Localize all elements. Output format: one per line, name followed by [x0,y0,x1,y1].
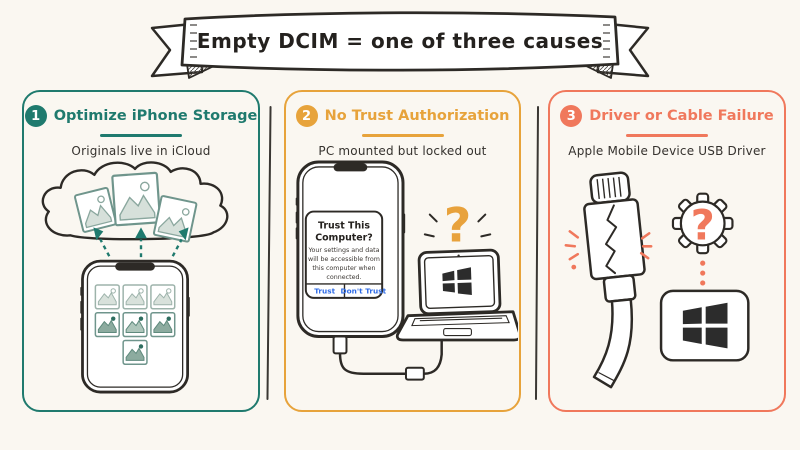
photo-thumbnail-teal [94,311,120,338]
trust-dialog-body-line: connected. [326,274,361,281]
usb-connector [404,366,425,381]
usb-cable-icon [332,335,443,381]
panel-1-underline [100,134,182,137]
upload-arrowheads [93,227,189,241]
trust-dialog-body-line: will be accessible from [308,256,380,263]
panel-divider-2 [534,105,540,401]
windows-box [659,289,750,362]
panel-3-title: Driver or Cable Failure [589,108,774,124]
photo-thumbnail-light [122,284,148,310]
upload-arrow-icon [99,238,183,258]
panel-optimize-iphone-storage: 1 Optimize iPhone Storage Originals live… [22,90,260,412]
iphone-icon: Trust This Computer? Your settings and d… [295,160,406,339]
gear-icon: ? [671,192,734,255]
panel-3-underline [626,134,708,137]
iphone-icon [80,259,190,394]
phone-notch [333,163,368,172]
trust-dialog-title-line2: Computer? [315,232,373,243]
windows-logo-icon [682,302,727,349]
dont-trust-button: Don't Trust [341,286,387,295]
trust-dialog-title-line1: Trust This [318,220,370,231]
trust-dialog: Trust This Computer? Your settings and d… [304,210,387,299]
photo-thumbnail-teal [150,311,176,338]
panel-1-title: Optimize iPhone Storage [53,108,258,124]
page-title: Empty DCIM = one of three causes [196,29,604,53]
laptop-icon [395,248,518,342]
panel-2-subtitle: PC mounted but locked out [318,144,487,158]
lightning-cable-icon [582,171,646,389]
phone-side-buttons [80,286,190,331]
question-mark-icon: ? [690,200,714,249]
ribbon-edge-ticks [190,24,610,58]
phone-side-buttons [295,197,406,240]
photo-icon [73,186,117,233]
panel-3-header: 3 Driver or Cable Failure [550,105,784,127]
connector-ridges [595,176,622,200]
photo-icon [111,171,162,227]
panel-2-underline [361,134,444,137]
panel-2-header: 2 No Trust Authorization [286,105,519,127]
damage-emphasis-dot [570,264,576,270]
photo-thumbnail-light [150,284,176,310]
panel-divider-1 [266,105,272,401]
laptop-keyboard [411,315,510,337]
photo-icon [152,195,198,243]
panel-3-illustration: ? [564,171,750,389]
damage-emphasis-lines [564,230,652,261]
panel-driver-or-cable-failure: 3 Driver or Cable Failure Apple Mobile D… [548,90,786,412]
panel-3-subtitle: Apple Mobile Device USB Driver [568,144,766,158]
panel-1-header: 1 Optimize iPhone Storage [24,105,258,127]
question-mark-icon: ? [444,198,472,253]
panel-1-subtitle: Originals live in iCloud [71,144,211,158]
panel-2-number-badge: 2 [295,105,318,127]
dotted-link [699,260,705,286]
question-mark-emphasis-lines [423,213,492,238]
crack-icon [604,204,617,275]
windows-logo-icon [442,267,472,295]
trust-button: Trust [314,286,335,295]
photo-thumbnail-light [94,284,120,310]
cloud-icon [41,161,229,241]
trust-dialog-body-line: Your settings and data [308,247,380,254]
trust-dialog-body-line: this computer when [312,265,375,272]
panel-1-illustration [41,161,229,394]
panel-3-number-badge: 3 [560,105,583,127]
phone-notch [115,262,155,271]
panel-no-trust-authorization: 2 No Trust Authorization PC mounted but … [284,90,521,412]
panel-1-number-badge: 1 [24,105,47,127]
photo-thumbnail-teal [122,339,148,366]
ribbon-band [180,11,620,72]
photo-thumbnail-teal [122,311,148,338]
title-ribbon-banner [150,11,650,79]
panel-2-title: No Trust Authorization [324,108,510,124]
panel-2-illustration: Trust This Computer? Your settings and d… [295,160,518,381]
